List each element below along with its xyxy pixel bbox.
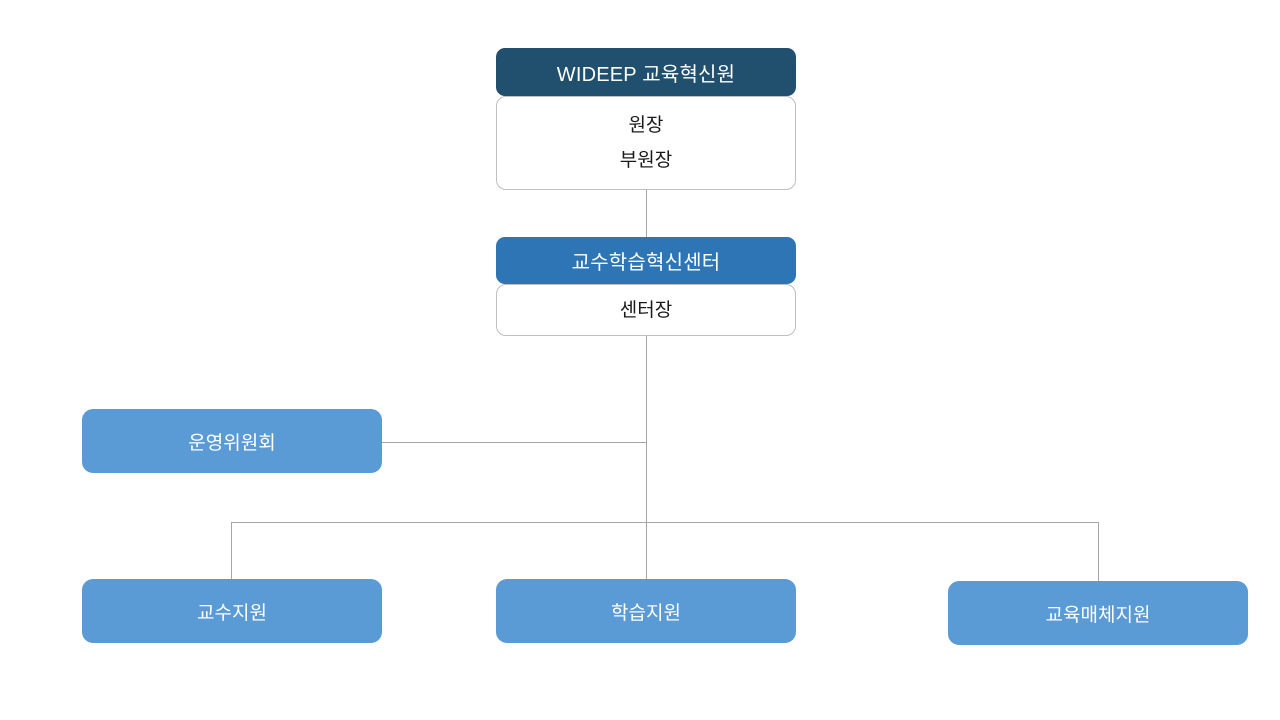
node-team-teaching-support[interactable]: 교수지원 — [82, 579, 382, 643]
node-wideep-root-body: 원장 부원장 — [496, 96, 796, 190]
node-steering-committee[interactable]: 운영위원회 — [82, 409, 382, 473]
node-teaching-learning-center-header[interactable]: 교수학습혁신센터 — [496, 237, 796, 284]
role-wonjang: 원장 — [628, 115, 664, 136]
node-wideep-root-header[interactable]: WIDEEP 교육혁신원 — [496, 48, 796, 96]
role-buwonjang: 부원장 — [619, 150, 673, 171]
connector-team-left — [231, 522, 232, 579]
node-team-media-support[interactable]: 교육매체지원 — [948, 581, 1248, 645]
connector-committee — [382, 442, 647, 443]
connector-center-trunk — [646, 336, 647, 579]
connector-team-bar — [231, 522, 1099, 523]
node-teaching-learning-center: 교수학습혁신센터 센터장 — [496, 237, 796, 336]
role-centerjang: 센터장 — [619, 299, 673, 321]
node-team-learning-support[interactable]: 학습지원 — [496, 579, 796, 643]
node-teaching-learning-center-body: 센터장 — [496, 284, 796, 336]
connector-root-to-center — [646, 190, 647, 237]
connector-team-right — [1098, 522, 1099, 581]
node-wideep-root: WIDEEP 교육혁신원 원장 부원장 — [496, 48, 796, 190]
